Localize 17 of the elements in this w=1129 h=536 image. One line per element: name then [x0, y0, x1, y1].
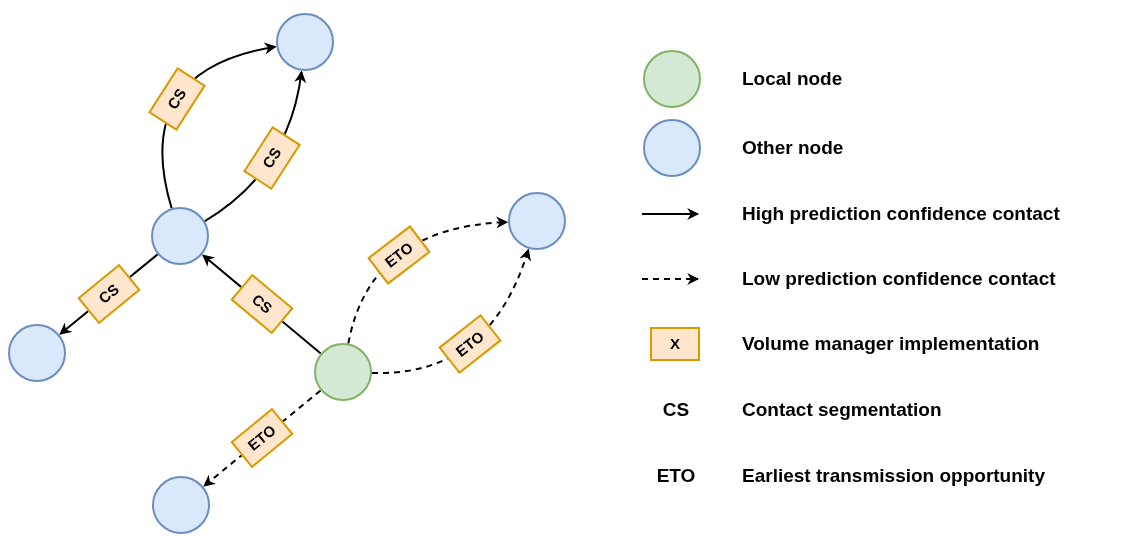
- edge-label: CS: [147, 66, 206, 131]
- edge-label: CS: [242, 126, 301, 191]
- abbreviation: CS: [661, 397, 691, 422]
- legend-text: Other node: [742, 135, 844, 160]
- abbreviation: ETO: [655, 463, 697, 488]
- legend-text: Contact segmentation: [742, 397, 942, 422]
- legend-text: Earliest transmission opportunity: [742, 463, 1045, 488]
- legend-text: Low prediction confidence contact: [742, 266, 1056, 291]
- label-box-sample: X: [650, 327, 700, 361]
- edge-label: ETO: [438, 314, 502, 375]
- edge-label: ETO: [367, 225, 431, 285]
- edge-label: CS: [230, 273, 294, 335]
- legend-text: Volume manager implementation: [742, 331, 1040, 356]
- edge-label: CS: [77, 264, 141, 325]
- legend-text: Local node: [742, 66, 843, 91]
- legend-text: High prediction confidence contact: [742, 201, 1060, 226]
- edge-label: ETO: [230, 408, 294, 469]
